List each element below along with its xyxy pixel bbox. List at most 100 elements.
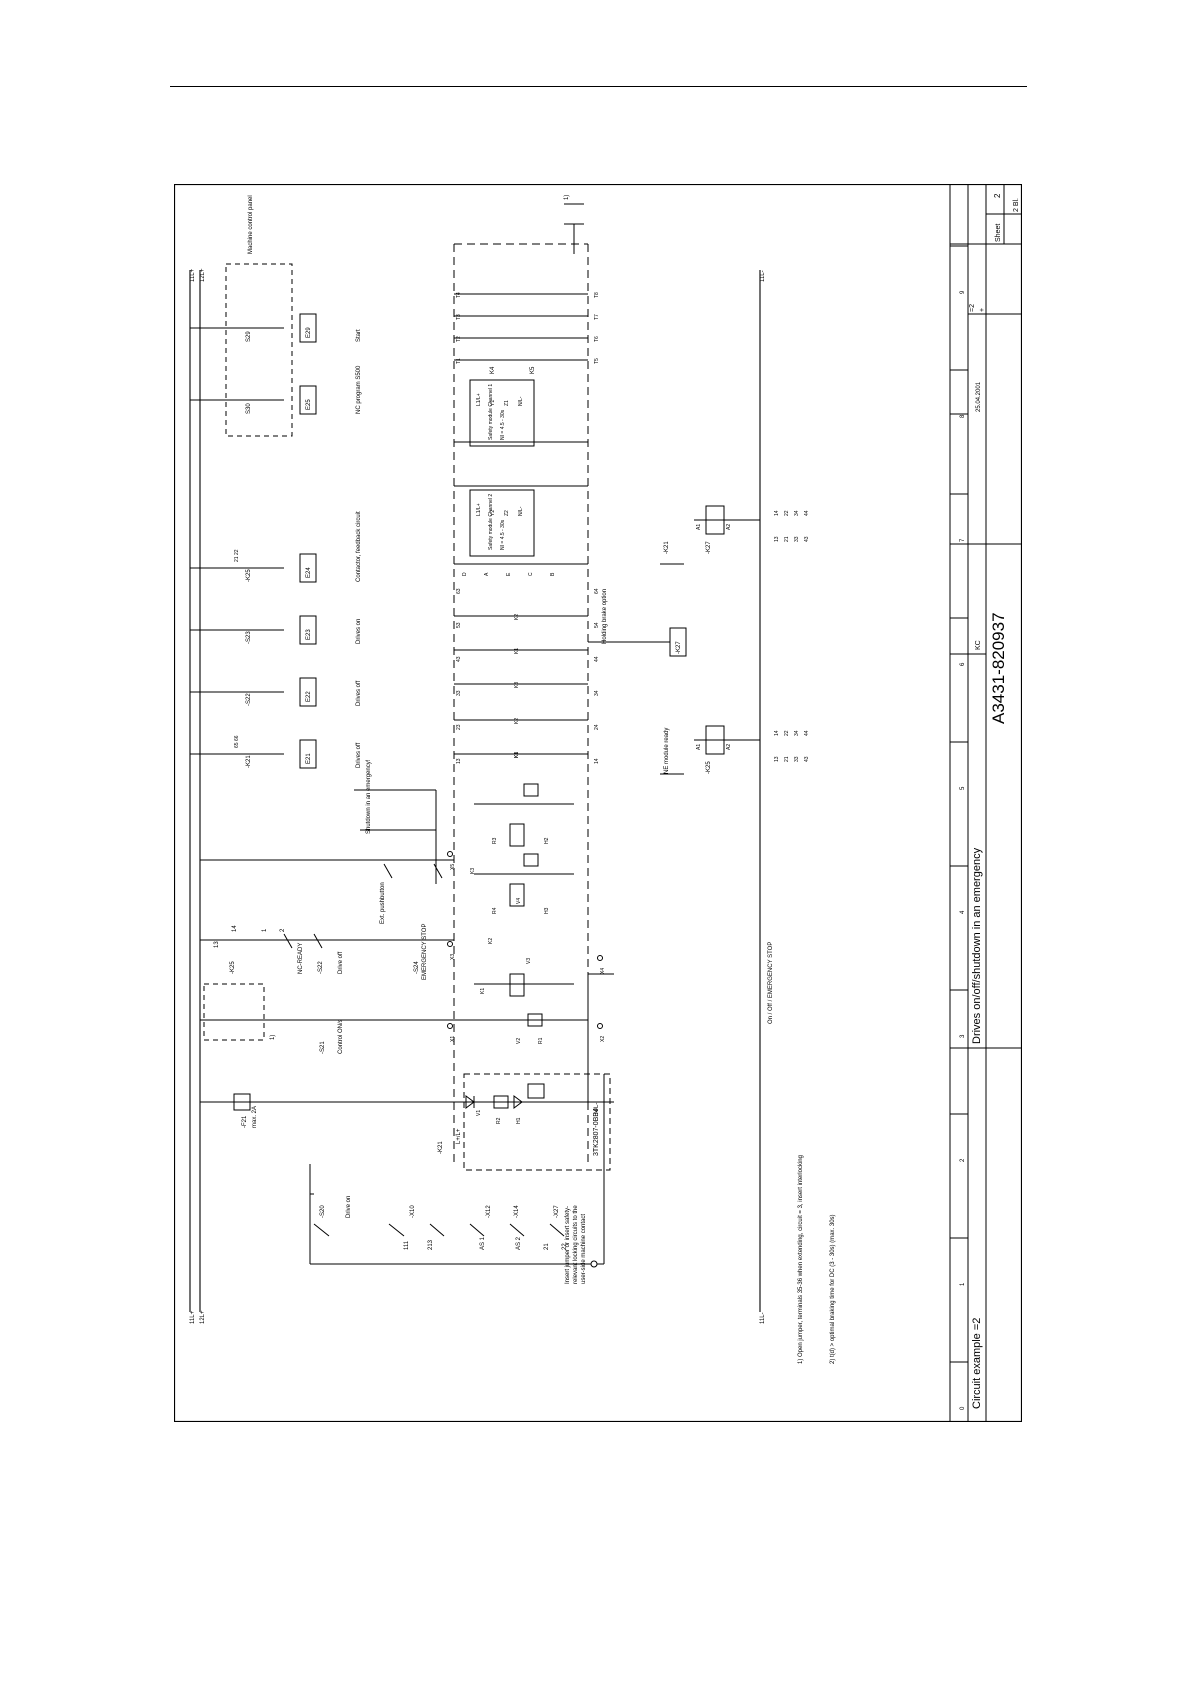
safety-module-term-0-0: L1/L+ [476, 503, 482, 516]
relay-name-1: -K27 [706, 541, 712, 554]
title-texts: Drives on/off/shutdown in an emergency C… [960, 193, 1020, 1410]
relay-contact-0-5: 34 [794, 730, 800, 736]
title-sheet-label: Sheet [995, 224, 1002, 242]
top-circuit-contact-3: 21 22 [234, 549, 240, 562]
s21-label: -S21 [320, 1041, 326, 1054]
s22-label: -S22 [318, 961, 324, 974]
fuse-label: -F21 [242, 1115, 248, 1128]
k25-label: -K25 [230, 961, 236, 974]
relay-contact-0-3: 22 [784, 730, 790, 736]
nc-ready: NC-READY [298, 943, 304, 974]
circuit-diagram: Drives on/off/shutdown in an emergency C… [173, 183, 1023, 1423]
module-nminus: N/L- [594, 1103, 600, 1114]
part-k1: K1 [480, 988, 486, 994]
relay-contact-1-7: 44 [804, 510, 810, 516]
module-lplus: L+/L+ [456, 1128, 462, 1144]
contact-k-0: K1 [514, 752, 520, 758]
column-number-5: 5 [960, 786, 966, 790]
top-circuit-label-0: Drives off [356, 742, 362, 768]
contact-k-1: K2 [514, 718, 520, 724]
part-v3: V3 [526, 958, 532, 964]
part-v1: V1 [476, 1110, 482, 1116]
ext-pushbutton: Ext. pushbutton [380, 882, 386, 924]
relay-a2-1: A2 [726, 524, 732, 530]
title-block [949, 184, 1022, 1422]
safety-pin-b: B [550, 572, 556, 576]
as1: AS 1 [480, 1236, 486, 1250]
sheet-frame [173, 183, 1023, 1423]
contactor-term-t2: T2 [456, 336, 462, 342]
contact-k-4: K2 [514, 614, 520, 620]
title-doc-number: A3431-820937 [989, 612, 1008, 724]
contact-terminal-34: 34 [594, 690, 600, 696]
column-number-1: 1 [960, 1282, 966, 1286]
contactor-term-t3: T3 [456, 314, 462, 320]
t1: 1 [262, 928, 268, 932]
x12-label: -X12 [486, 1205, 492, 1218]
k25-t14: 14 [232, 925, 238, 932]
part-h2: H2 [544, 837, 550, 844]
column-number-3: 3 [960, 1034, 966, 1038]
top-circuit-dev-0: -K21 [246, 755, 252, 768]
rail-12l-left: 12L+ [200, 1310, 206, 1324]
contact-k-2: K3 [514, 682, 520, 688]
top-circuit-label-2: Drives on [356, 619, 362, 644]
x14-label: -X14 [514, 1205, 520, 1218]
contact-terminal-54: 54 [594, 622, 600, 628]
relay-contact-1-0: 13 [774, 536, 780, 542]
safety-pin-e: E [506, 572, 512, 576]
safety-module-term-1-1: Y1 [490, 400, 496, 406]
top-circuit-label-3: Contactor, feedback circuit [356, 511, 362, 582]
safety-module-term-0-1: Y2 [490, 510, 496, 516]
contact-terminal-63: 63 [456, 588, 462, 594]
relay-contact-1-5: 34 [794, 510, 800, 516]
top-circuit-dev-2: -S23 [246, 631, 252, 644]
relays-wiring [660, 505, 760, 775]
column-number-2: 2 [960, 1158, 966, 1162]
contact-k-5: K3 [514, 752, 520, 758]
relay-contact-0-1: 14 [774, 730, 780, 736]
terminal-x5: X5 [450, 864, 456, 870]
safety-modules-wiring [454, 203, 588, 565]
module-3tk [200, 243, 614, 1171]
contactor-term-t8: T8 [594, 292, 600, 298]
x27-label: -X27 [554, 1205, 560, 1218]
fuse-rating: max. 2A [252, 1106, 258, 1128]
relay-a1-1: A1 [696, 524, 702, 530]
terminal-circle-x5 [447, 851, 453, 857]
k27-coil: -K27 [676, 641, 682, 654]
relay-contact-0-7: 44 [804, 730, 810, 736]
left-chain [309, 1074, 605, 1268]
k25-t13: 13 [214, 941, 220, 948]
part-v4: V4 [516, 898, 522, 904]
top-circuit-dev-3: -K25 [246, 569, 252, 582]
power-rails [189, 270, 761, 1312]
relay-name-0: -K25 [706, 761, 712, 774]
s21-control: Control ON/s [338, 1019, 344, 1054]
motor-note: 1) [564, 195, 570, 200]
safety-module-sub-0: NI = 4.5 - 30s [500, 519, 506, 550]
rail-11l-bottom: 11L- [760, 270, 766, 282]
contact-terminal-44: 44 [594, 656, 600, 662]
module-name: 3TK2807-0BB4 [593, 1108, 600, 1156]
top-circuit-label-5: Start [356, 329, 362, 342]
top-circuit-box-4: E25 [306, 399, 312, 410]
top-circuit-dev-4: S30 [246, 403, 252, 414]
shutdown-label: Shutdown in an emergency! [366, 759, 372, 834]
terminal-circle-x2 [597, 1023, 603, 1029]
s20-drive-on: Drive on [346, 1196, 352, 1218]
t22: 22 [562, 1243, 568, 1250]
s22-drive-off: Drive off [338, 951, 344, 974]
title-sheet-value: 2 [993, 193, 1002, 198]
contact-terminal-24: 24 [594, 724, 600, 730]
part-v2: V2 [516, 1038, 522, 1044]
safety-module-term-0-2: Z2 [504, 510, 510, 516]
title-designation: =2 [969, 304, 976, 312]
column-number-7: 7 [960, 538, 966, 542]
contactor-k4: K4 [490, 366, 496, 374]
rail-11l-top: 11L+ [190, 268, 196, 282]
x10-t1: 111 [404, 1240, 410, 1250]
